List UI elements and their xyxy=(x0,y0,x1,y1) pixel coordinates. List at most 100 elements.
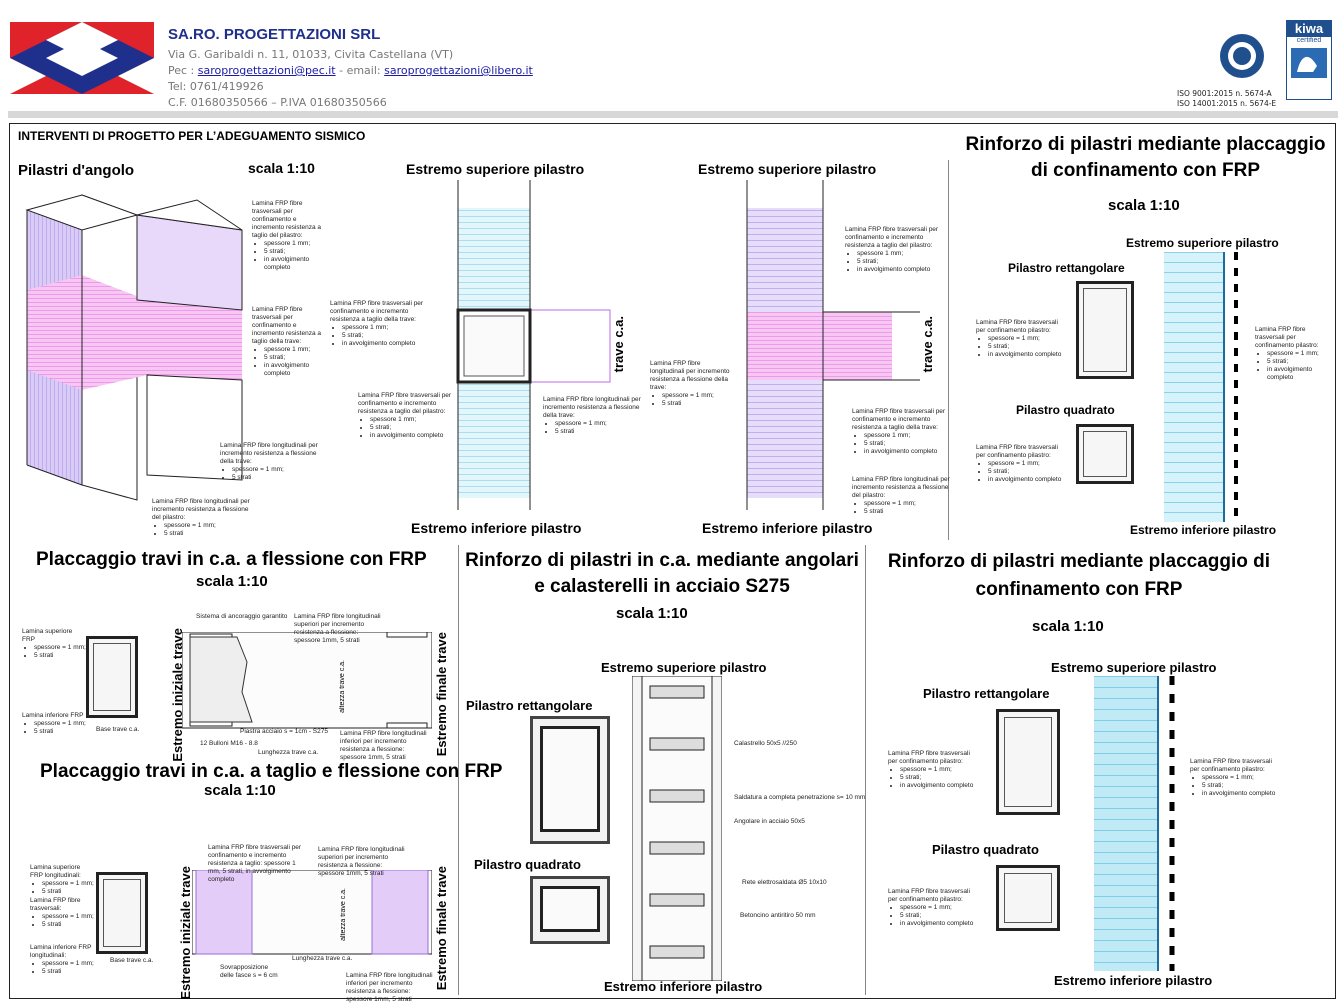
pec-link[interactable]: saroprogettazioni@pec.it xyxy=(197,64,336,77)
section-a-beam-label: trave c.a. xyxy=(611,316,626,373)
confine-top-note-square: Lamina FRP fibre trasversali per confina… xyxy=(976,444,1066,484)
company-logo xyxy=(10,22,154,99)
beam-flex-elevation xyxy=(181,631,433,737)
steel-label-5: Betoncino antiritiro 50 mm xyxy=(740,912,816,919)
corner-note-3: Lamina FRP fibre longitudinali per incre… xyxy=(220,442,320,482)
drawing-frame xyxy=(9,123,1336,999)
section-b-beam-label: trave c.a. xyxy=(920,316,935,373)
section-b-bottom: Estremo inferiore pilastro xyxy=(702,520,873,536)
corner-note-1: Lamina FRP fibre trasversali per confina… xyxy=(252,200,322,272)
confine-bottom-title: Rinforzo di pilastri mediante placcaggio… xyxy=(887,551,1271,600)
email-link[interactable]: saroprogettazioni@libero.it xyxy=(384,64,533,77)
confine-top-rect: Pilastro rettangolare xyxy=(1008,261,1125,275)
confine-bottom-note-rect: Lamina FRP fibre trasversali per confina… xyxy=(888,750,980,790)
beam-flex-end: Estremo finale trave xyxy=(434,632,449,757)
beam-shear-sup-note: Lamina FRP fibre longitudinali superiori… xyxy=(318,846,405,877)
company-name: SA.RO. PROGETTAZIONI SRL xyxy=(168,26,381,43)
section-b-top: Estremo superiore pilastro xyxy=(698,161,877,177)
confine-top-note-rect: Lamina FRP fibre trasversali per confina… xyxy=(976,319,1066,359)
section-a-note-1: Lamina FRP fibre trasversali per confina… xyxy=(330,300,430,348)
corner-isometric-drawing xyxy=(22,190,252,525)
confine-bottom-scale: scala 1:10 xyxy=(1032,618,1104,635)
divider xyxy=(948,160,949,540)
confine-bottom-column xyxy=(1094,676,1184,976)
confine-top-title: Rinforzo di pilastri mediante placcaggio… xyxy=(965,134,1326,181)
confine-bottom-square-section xyxy=(996,865,1060,931)
steel-square: Pilastro quadrato xyxy=(474,857,581,872)
section-a-drawing xyxy=(440,180,640,515)
beam-flex-height: altezza trave c.a. xyxy=(339,660,346,713)
section-a-note-3: Lamina FRP fibre longitudinali per incre… xyxy=(543,396,643,436)
beam-shear-base: Base trave c.a. xyxy=(110,957,154,964)
company-tel: Tel: 0761/419926 xyxy=(168,80,264,93)
beam-shear-overlap: Sovrapposizione delle fasce s = 6 cm xyxy=(220,964,278,979)
section-b-note-1: Lamina FRP fibre trasversali per confina… xyxy=(845,226,945,274)
section-b-drawing xyxy=(735,180,935,515)
confine-bottom-rect: Pilastro rettangolare xyxy=(923,686,1050,701)
beam-flex-title: Placcaggio travi in c.a. a flessione con… xyxy=(36,549,427,570)
corner-title: Pilastri d'angolo xyxy=(18,162,135,179)
steel-top: Estremo superiore pilastro xyxy=(601,660,767,675)
confine-bottom-bottom: Estremo inferiore pilastro xyxy=(1054,973,1213,988)
beam-flex-lam-inf: Lamina inferiore FRPspessore = 1 mm;5 st… xyxy=(22,712,86,736)
steel-label-2: Saldatura a completa penetrazione s= 10 … xyxy=(734,794,866,801)
accredia-logo xyxy=(1218,32,1266,93)
beam-shear-lam-inf: Lamina inferiore FRP longitudinali:spess… xyxy=(30,944,94,976)
confine-top-note-col: Lamina FRP fibre trasversali per confina… xyxy=(1255,326,1335,382)
iso-14001: ISO 14001:2015 n. 5674-E xyxy=(1177,99,1277,108)
steel-rect-section xyxy=(530,716,610,844)
confine-top-column xyxy=(1164,252,1254,527)
section-b-note-4: Lamina FRP fibre longitudinali per incre… xyxy=(852,476,950,516)
beam-flex-bolts: 12 Bulloni M16 - 8.8 xyxy=(200,740,258,747)
steel-scale: scala 1:10 xyxy=(616,605,688,622)
header-band xyxy=(8,111,1338,118)
confine-bottom-top: Estremo superiore pilastro xyxy=(1051,660,1217,675)
section-a-top: Estremo superiore pilastro xyxy=(406,161,585,177)
beam-shear-start: Estremo iniziale trave xyxy=(178,866,193,1000)
divider xyxy=(865,545,866,995)
steel-column-elevation xyxy=(631,675,723,986)
beam-shear-height: altezza trave c.a. xyxy=(340,888,347,941)
sheet-title: INTERVENTI DI PROGETTO PER L’ADEGUAMENTO… xyxy=(18,129,366,143)
confine-top-bottom: Estremo inferiore pilastro xyxy=(1130,523,1277,537)
beam-shear-elevation xyxy=(191,869,433,960)
steel-label-4: Rete elettrosaldata Ø5 10x10 xyxy=(742,879,827,886)
corner-scale: scala 1:10 xyxy=(248,160,315,176)
beam-shear-section xyxy=(96,872,148,954)
confine-top-square: Pilastro quadrato xyxy=(1016,403,1115,417)
beam-flex-sup-note: Lamina FRP fibre longitudinali superiori… xyxy=(294,613,381,644)
steel-label-3: Angolare in acciaio 50x5 xyxy=(734,818,805,825)
section-a-bottom: Estremo inferiore pilastro xyxy=(411,520,582,536)
corner-note-4: Lamina FRP fibre longitudinali per incre… xyxy=(152,498,252,538)
beam-shear-title: Placcaggio travi in c.a. a taglio e fles… xyxy=(40,761,503,782)
kiwa-logo: kiwa certified xyxy=(1286,20,1332,100)
beam-shear-end: Estremo finale trave xyxy=(434,866,449,991)
iso-9001: ISO 9001:2015 n. 5674-A xyxy=(1177,89,1272,98)
company-tax-id: C.F. 01680350566 – P.IVA 01680350566 xyxy=(168,96,387,109)
beam-flex-scale: scala 1:10 xyxy=(196,573,268,590)
accredia-text: ACCREDIA xyxy=(1230,30,1257,36)
beam-flex-base: Base trave c.a. xyxy=(96,726,140,733)
confine-bottom-note-col: Lamina FRP fibre trasversali per confina… xyxy=(1190,758,1282,798)
confine-top-scale: scala 1:10 xyxy=(1108,197,1180,214)
company-address: Via G. Garibaldi n. 11, 01033, Civita Ca… xyxy=(168,48,454,61)
company-contacts: Pec : saroprogettazioni@pec.it - email: … xyxy=(168,64,533,77)
beam-shear-inf-note: Lamina FRP fibre longitudinali inferiori… xyxy=(346,972,433,1003)
beam-shear-trans-note: Lamina FRP fibre trasversali per confina… xyxy=(208,844,302,883)
steel-square-section xyxy=(530,876,610,944)
beam-flex-inf-note: Lamina FRP fibre longitudinali inferiori… xyxy=(340,730,427,761)
section-b-note-3: Lamina FRP fibre trasversali per confina… xyxy=(852,408,950,456)
steel-rect: Pilastro rettangolare xyxy=(466,698,593,713)
steel-bottom: Estremo inferiore pilastro xyxy=(604,979,763,994)
beam-flex-length: Lunghezza trave c.a. xyxy=(258,749,319,756)
steel-label-1: Calastrello 50x5 //250 xyxy=(734,740,797,747)
beam-shear-lam-trans: Lamina FRP fibre trasversali:spessore = … xyxy=(30,897,94,929)
divider xyxy=(458,545,459,995)
beam-flex-lam-sup: Lamina superiore FRPspessore = 1 mm;5 st… xyxy=(22,628,86,660)
corner-note-2: Lamina FRP fibre trasversali per confina… xyxy=(252,306,322,378)
confine-top-square-section xyxy=(1076,424,1134,484)
confine-bottom-square: Pilastro quadrato xyxy=(932,842,1039,857)
beam-shear-lam-sup: Lamina superiore FRP longitudinali:spess… xyxy=(30,864,94,896)
beam-shear-length: Lunghezza trave c.a. xyxy=(292,955,353,962)
beam-shear-scale: scala 1:10 xyxy=(204,782,276,799)
